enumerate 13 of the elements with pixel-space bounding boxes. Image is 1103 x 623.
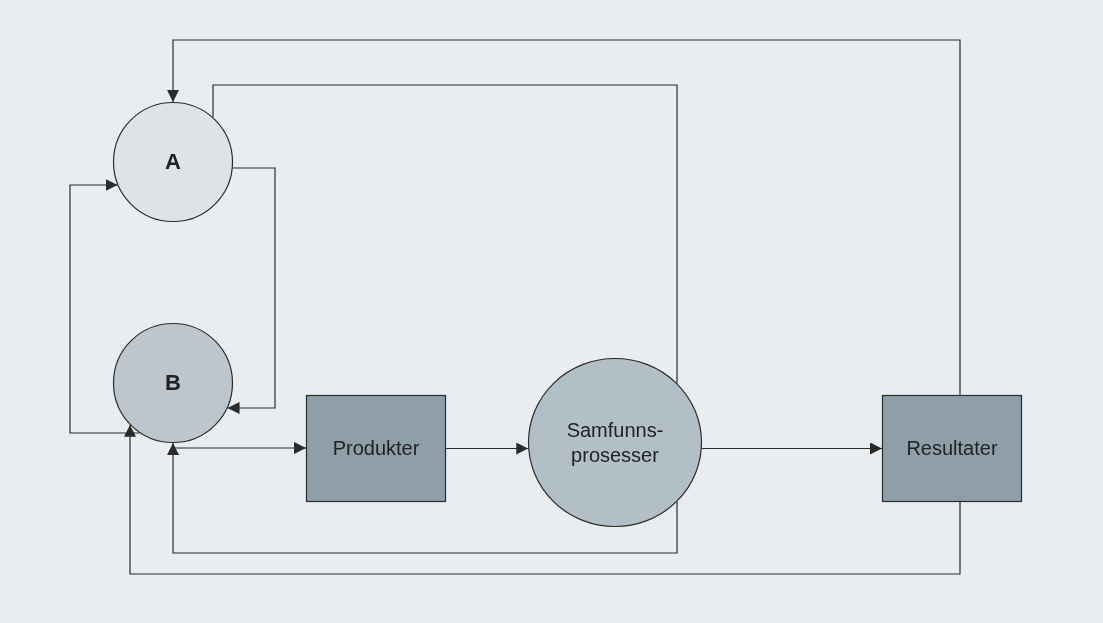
node-label: Samfunns- prosesser <box>565 417 665 468</box>
arrow <box>226 167 276 414</box>
arrow <box>167 442 678 554</box>
arrow <box>172 442 307 454</box>
arrow <box>124 424 961 575</box>
arrow <box>445 442 529 455</box>
node-label: A <box>165 148 181 176</box>
arrow <box>69 179 141 434</box>
node-label: Produkter <box>332 436 420 461</box>
arrow <box>701 442 883 455</box>
arrow <box>167 39 961 396</box>
node-label: Resultater <box>906 436 998 461</box>
node-label: B <box>165 369 181 397</box>
